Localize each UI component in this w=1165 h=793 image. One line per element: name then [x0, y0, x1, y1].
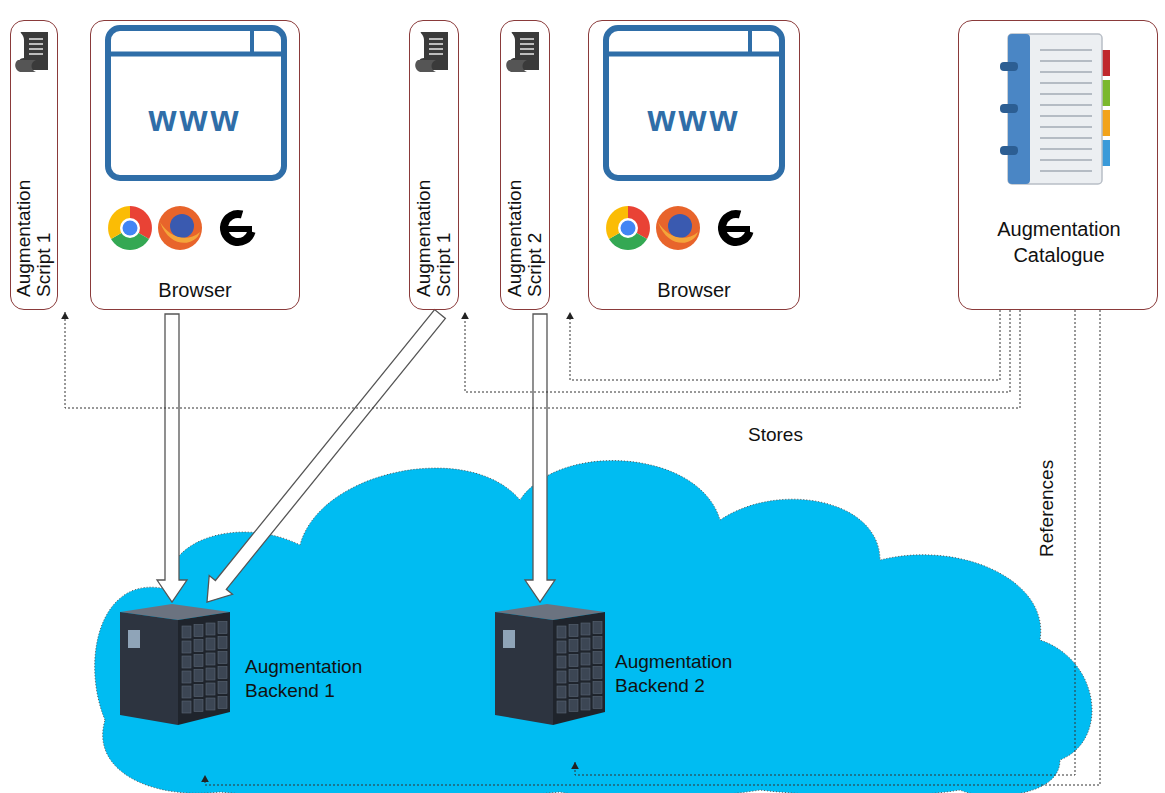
firefox-logo — [158, 206, 202, 250]
server-icon — [495, 604, 605, 725]
script-box: Augmentation Script 1 — [10, 20, 58, 310]
chrome-logo — [606, 206, 650, 250]
script-label: Augmentation Script 1 — [14, 147, 54, 297]
edge-logo — [221, 211, 255, 245]
browser-label: Browser — [91, 279, 299, 301]
edge-label: Stores — [745, 424, 806, 446]
browser-box: wwwBrowser — [90, 20, 300, 310]
www-text: www — [589, 99, 799, 139]
block-arrow — [207, 310, 445, 602]
chrome-logo — [108, 206, 152, 250]
script-icons — [15, 32, 539, 72]
catalogue-label: Augmentation Catalogue — [967, 216, 1151, 268]
dashed-connector — [566, 310, 1000, 380]
scroll-icon — [506, 32, 539, 72]
server-icons — [120, 604, 605, 725]
browser-label: Browser — [589, 279, 799, 301]
scroll-icon — [415, 32, 448, 72]
dashed-connector — [461, 310, 1010, 392]
server-icon — [120, 604, 230, 725]
scroll-icon — [15, 32, 48, 72]
script-label: Augmentation Script 1 — [414, 147, 454, 297]
script-box: Augmentation Script 2 — [500, 20, 550, 310]
script-label: Augmentation Script 2 — [505, 147, 545, 297]
block-arrow — [525, 314, 555, 602]
backend-label: Augmentation Backend 2 — [615, 650, 734, 698]
catalogue-icon — [1000, 34, 1110, 184]
www-text: www — [91, 99, 299, 139]
dashed-connector — [201, 310, 1100, 785]
block-arrow — [157, 314, 187, 602]
backend-box: Augmentation Backend 1 — [115, 600, 375, 773]
catalogue-box: Augmentation Catalogue — [958, 20, 1158, 310]
dashed-connector — [61, 310, 1020, 408]
firefox-logo — [656, 206, 700, 250]
script-box: Augmentation Script 1 — [409, 20, 459, 310]
backend-box: Augmentation Backend 2 — [490, 600, 738, 760]
dashed-connector — [571, 310, 1075, 775]
cloud — [95, 461, 1092, 793]
edge-label: References — [1036, 457, 1058, 560]
browser-box: wwwBrowser — [588, 20, 800, 310]
backend-label: Augmentation Backend 1 — [245, 655, 375, 703]
edge-logo — [719, 211, 753, 245]
